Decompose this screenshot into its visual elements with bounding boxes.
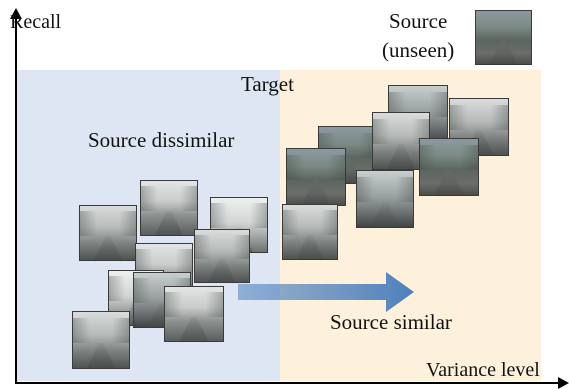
similar-image <box>282 204 338 260</box>
source-similar-label: Source similar <box>330 310 452 334</box>
dissimilar-image <box>72 311 130 369</box>
source-unseen-label-line1: Source <box>389 9 448 33</box>
dissimilar-image <box>140 180 198 236</box>
y-axis-label: Recall <box>10 11 62 33</box>
similar-image <box>419 138 479 196</box>
dissimilar-image <box>194 229 250 283</box>
source-unseen-image <box>475 10 532 65</box>
similar-image <box>449 98 509 156</box>
target-label: Target <box>241 72 294 96</box>
source-unseen-label-line2: (unseen) <box>382 38 455 62</box>
dissimilar-image <box>79 205 137 261</box>
similar-image <box>286 148 346 206</box>
similar-image <box>356 170 414 228</box>
y-axis-line <box>15 16 17 384</box>
x-axis-line <box>15 382 561 384</box>
x-axis-arrowhead <box>558 377 569 389</box>
y-axis-arrowhead <box>10 8 22 19</box>
x-axis-label: Variance level <box>426 359 540 381</box>
source-dissimilar-label: Source dissimilar <box>88 128 235 152</box>
variance-arrow <box>238 272 414 312</box>
dissimilar-image <box>164 286 224 342</box>
